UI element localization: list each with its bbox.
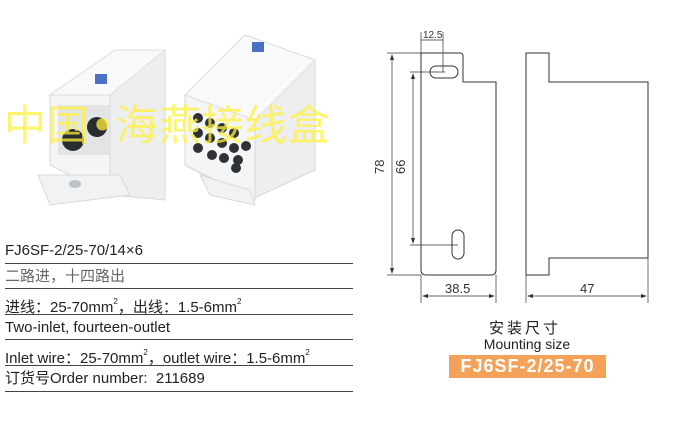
- spec-desc-cn: 二路进，十四路出: [5, 264, 353, 290]
- dim-depth: 47: [580, 281, 594, 296]
- superscript: 2: [143, 348, 148, 358]
- dim-height: 78: [372, 160, 387, 174]
- order-label: 订货号Order number:: [5, 369, 148, 387]
- superscript: 2: [237, 297, 242, 307]
- text: Inlet wire：25-70mm: [5, 350, 144, 368]
- caption-cn: 安装尺寸: [488, 320, 561, 337]
- side-outline: [525, 52, 649, 276]
- junction-block-front: [37, 49, 167, 206]
- junction-block-outlets: [184, 34, 316, 206]
- text: 进线：25-70mm: [5, 299, 114, 317]
- spec-table: FJ6SF-2/25-70/14×6 二路进，十四路出 进线：25-70mm2，…: [5, 238, 353, 392]
- spec-wire-cn: 进线：25-70mm2，出线：1.5-6mm2: [5, 289, 353, 317]
- bottom-slot: [451, 229, 465, 260]
- superscript: 2: [113, 297, 118, 307]
- dim-width: 38.5: [445, 281, 470, 296]
- model-badge: FJ6SF-2/25-70: [449, 355, 606, 378]
- text: ，outlet wire：1.5-6mm: [147, 350, 306, 368]
- dim-hole-spacing: 66: [393, 160, 408, 174]
- dim-slot: 12.5: [423, 30, 443, 41]
- mounting-drawing: 12.5 78 66 38.5 47: [372, 30, 649, 303]
- spec-wire-en: Inlet wire：25-70mm2，outlet wire：1.5-6mm2: [5, 340, 353, 368]
- text: ，出线：1.5-6mm: [117, 299, 237, 317]
- spec-order: 订货号Order number: 211689: [5, 366, 353, 392]
- spec-model: FJ6SF-2/25-70/14×6: [5, 238, 353, 264]
- plate-outline: [420, 52, 497, 276]
- product-photo: [37, 34, 316, 206]
- order-number: 211689: [155, 369, 205, 387]
- caption-en: Mounting size: [483, 336, 571, 352]
- superscript: 2: [305, 348, 310, 358]
- spec-desc-en: Two-inlet, fourteen-outlet: [5, 315, 353, 341]
- watermark: 中国•海燕接线盒: [4, 101, 331, 150]
